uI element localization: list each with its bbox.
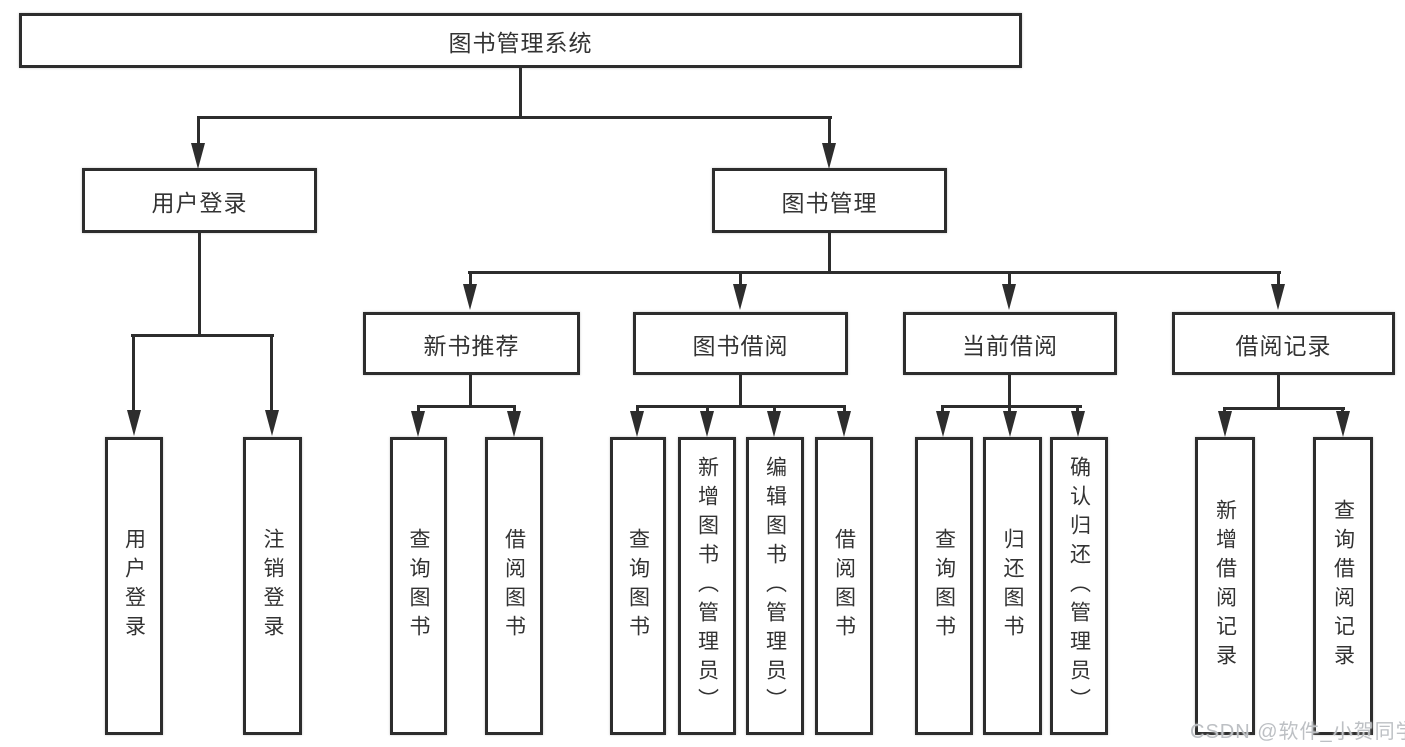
- arrowhead-current-borrow: [1002, 284, 1016, 310]
- arrowhead-cb-query: [936, 411, 950, 437]
- leaf-bb-add-book-admin-label: 新增图书（管理员）: [695, 455, 719, 717]
- node-current-borrow: 当前借阅: [903, 312, 1117, 375]
- leaf-br-query-record: 查询借阅记录: [1313, 437, 1373, 735]
- arrowhead-new-book-recommend: [463, 284, 477, 310]
- connector-to-br-add: [1223, 407, 1226, 413]
- leaf-br-add-record: 新增借阅记录: [1195, 437, 1255, 735]
- arrowhead-nb-borrow: [507, 411, 521, 437]
- leaf-logout-label: 注销登录: [261, 528, 284, 644]
- connector-to-current-borrow: [1008, 271, 1011, 285]
- connector-book-management-bar: [468, 271, 1281, 274]
- node-book-management-label: 图书管理: [781, 189, 878, 216]
- leaf-bb-borrow-book-label: 借阅图书: [832, 528, 856, 644]
- leaf-br-query-record-label: 查询借阅记录: [1331, 499, 1355, 673]
- connector-new-book-bar: [417, 405, 516, 408]
- leaf-cb-query-book-label: 查询图书: [932, 528, 956, 644]
- leaf-nb-borrow-book: 借阅图书: [485, 437, 543, 735]
- leaf-nb-query-book-label: 查询图书: [407, 528, 430, 644]
- leaf-bb-borrow-book: 借阅图书: [815, 437, 873, 735]
- leaf-user-login-label: 用户登录: [122, 528, 146, 644]
- leaf-bb-add-book-admin: 新增图书（管理员）: [678, 437, 736, 735]
- arrowhead-logout: [265, 410, 279, 436]
- node-borrow-records-label: 借阅记录: [1235, 332, 1332, 359]
- leaf-cb-confirm-return-admin-label: 确认归还（管理员）: [1067, 455, 1091, 717]
- connector-to-nb-borrow: [513, 405, 516, 412]
- connector-to-bb-borrow: [843, 405, 846, 412]
- connector-to-logout: [270, 334, 273, 412]
- connector-book-borrow-bar: [636, 405, 846, 408]
- leaf-bb-query-book-label: 查询图书: [626, 528, 650, 644]
- connector-to-borrow-records: [1277, 271, 1280, 285]
- arrowhead-br-add: [1218, 411, 1232, 437]
- node-root-label: 图书管理系统: [448, 29, 593, 56]
- node-new-book-recommend: 新书推荐: [363, 312, 580, 375]
- connector-new-book-stem: [469, 375, 472, 407]
- node-book-borrow: 图书借阅: [633, 312, 848, 375]
- arrowhead-book-management: [822, 143, 836, 169]
- leaf-bb-edit-book-admin: 编辑图书（管理员）: [746, 437, 804, 735]
- connector-root-bar: [197, 116, 832, 119]
- leaf-user-login: 用户登录: [105, 437, 163, 735]
- connector-user-login-bar: [131, 334, 274, 337]
- connector-to-book-management: [828, 116, 831, 146]
- leaf-cb-return-book-label: 归还图书: [1001, 528, 1024, 644]
- connector-to-user-login-leaf: [132, 334, 135, 412]
- leaf-cb-return-book: 归还图书: [983, 437, 1042, 735]
- connector-to-book-borrow: [739, 271, 742, 285]
- connector-to-new-book-recommend: [469, 271, 472, 285]
- node-new-book-recommend-label: 新书推荐: [423, 332, 520, 359]
- leaf-br-add-record-label: 新增借阅记录: [1213, 499, 1237, 673]
- connector-to-user-login: [197, 116, 200, 146]
- node-borrow-records: 借阅记录: [1172, 312, 1395, 375]
- connector-to-cb-query: [941, 405, 944, 412]
- connector-to-cb-return: [1008, 405, 1011, 412]
- arrowhead-borrow-records: [1271, 284, 1285, 310]
- connector-book-management-stem: [828, 233, 831, 273]
- arrowhead-bb-add: [700, 411, 714, 437]
- connector-to-bb-query: [636, 405, 639, 412]
- connector-to-cb-confirm: [1076, 405, 1079, 412]
- node-root: 图书管理系统: [19, 13, 1022, 68]
- leaf-cb-query-book: 查询图书: [915, 437, 973, 735]
- arrowhead-bb-borrow: [837, 411, 851, 437]
- arrowhead-book-borrow: [733, 284, 747, 310]
- arrowhead-bb-query: [630, 411, 644, 437]
- node-current-borrow-label: 当前借阅: [962, 332, 1058, 359]
- leaf-bb-query-book: 查询图书: [610, 437, 666, 735]
- connector-book-borrow-stem: [739, 375, 742, 407]
- csdn-watermark: CSDN @软件_小贺同学: [1190, 721, 1405, 743]
- leaf-nb-query-book: 查询图书: [390, 437, 447, 735]
- connector-current-borrow-stem: [1008, 375, 1011, 407]
- leaf-logout: 注销登录: [243, 437, 302, 735]
- arrowhead-cb-confirm: [1071, 411, 1085, 437]
- connector-to-bb-edit: [773, 405, 776, 412]
- arrowhead-bb-edit: [767, 411, 781, 437]
- node-book-borrow-label: 图书借阅: [692, 332, 789, 359]
- leaf-cb-confirm-return-admin: 确认归还（管理员）: [1050, 437, 1108, 735]
- leaf-bb-edit-book-admin-label: 编辑图书（管理员）: [763, 455, 787, 717]
- leaf-nb-borrow-book-label: 借阅图书: [502, 528, 526, 644]
- connector-to-bb-add: [706, 405, 709, 412]
- arrowhead-nb-query: [411, 411, 425, 437]
- arrowhead-br-query: [1336, 411, 1350, 437]
- arrowhead-user-login: [191, 143, 205, 169]
- connector-to-nb-query: [417, 405, 420, 412]
- connector-borrow-records-stem: [1277, 375, 1280, 409]
- connector-root-stem: [519, 68, 522, 117]
- node-user-login: 用户登录: [82, 168, 317, 233]
- connector-current-borrow-bar: [941, 405, 1082, 408]
- connector-borrow-records-bar: [1223, 407, 1345, 410]
- node-user-login-label: 用户登录: [151, 189, 248, 216]
- node-book-management: 图书管理: [712, 168, 947, 233]
- arrowhead-user-login-leaf: [127, 410, 141, 436]
- connector-user-login-stem: [198, 233, 201, 336]
- arrowhead-cb-return: [1003, 411, 1017, 437]
- connector-to-br-query: [1341, 407, 1344, 413]
